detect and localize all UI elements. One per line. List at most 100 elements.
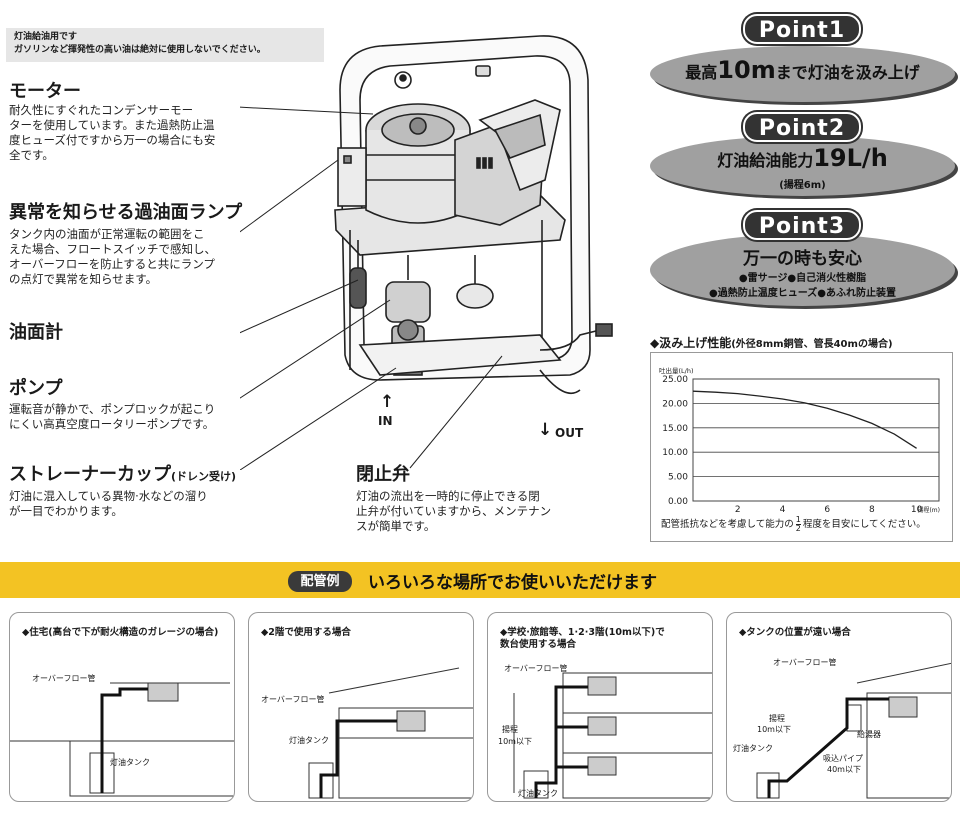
example-card-1: ◆住宅(高台で下が耐火構造のガレージの場合) オーバーフロー管 灯油タンク xyxy=(9,612,235,802)
chart-x-tick-label: 8 xyxy=(869,505,875,515)
motor-desc: 耐久性にすぐれたコンデンサーモー ターを使用しています。また過熱防止温 度ヒュー… xyxy=(9,103,249,163)
lamp-desc-line: えた場合、フロートスイッチで感知し、 xyxy=(9,242,216,256)
lamp-desc-line: の点灯で異常を知らせます。 xyxy=(9,272,158,286)
example-3-label: 灯油タンク xyxy=(518,789,558,798)
perf-note-num: 1 xyxy=(795,515,801,525)
example-3-label: 揚程 xyxy=(502,725,518,734)
example-3-title: ◆学校·旅館等、1·2·3階(10m以下)で 数台使用する場合 xyxy=(500,627,665,651)
example-4-label: 40m以下 xyxy=(827,765,861,774)
banner-title: いろいろな場所でお使いいただけます xyxy=(368,573,657,593)
point-2-big: 19L/h xyxy=(813,144,888,172)
valve-desc-line: スが簡単です。 xyxy=(356,519,436,533)
example-4-title: ◆タンクの位置が遠い場合 xyxy=(739,627,851,638)
point-1-pre: 最高 xyxy=(685,63,718,82)
point-3-sub-2: ●過熱防止温度ヒューズ●あふれ防止装置 xyxy=(709,288,896,299)
section-banner: 配管例 いろいろな場所でお使いいただけます xyxy=(0,562,960,598)
example-4-label: 吸込パイプ xyxy=(823,754,863,763)
chart-y-tick-label: 10.00 xyxy=(662,448,688,458)
example-3-diagram xyxy=(513,672,712,799)
chart-series-line xyxy=(692,390,917,449)
example-4-diagram xyxy=(756,662,951,799)
example-2-label: 灯油タンク xyxy=(289,736,329,745)
point-1-post: まで灯油を汲み上げ xyxy=(775,63,920,82)
example-2-title: ◆2階で使用する場合 xyxy=(261,627,351,638)
pump-desc: 運転音が静かで、ポンプロックが起こり にくい高真空度ロータリーポンプです。 xyxy=(9,402,249,432)
lamp-title: 異常を知らせる過油面ランプ xyxy=(9,202,243,223)
example-3-label: 10m以下 xyxy=(498,737,532,746)
example-card-2: ◆2階で使用する場合 オーバーフロー管 灯油タンク xyxy=(248,612,474,802)
valve-desc-line: 止弁が付いていますから、メンテナン xyxy=(356,504,552,518)
up-arrow-icon: ↑ xyxy=(380,392,395,412)
strainer-title: ストレーナーカップ(ドレン受け) xyxy=(9,460,236,486)
banner-tag: 配管例 xyxy=(288,571,352,592)
perf-subtitle: (外径8mm銅管、管長40mの場合) xyxy=(731,339,893,350)
strainer-desc-line: が一目でわかります。 xyxy=(9,504,123,518)
pump-title: ポンプ xyxy=(9,378,63,399)
point-2-badge: Point2 xyxy=(743,112,861,142)
chart-y-tick-label: 5.00 xyxy=(668,473,688,483)
chart-x-tick-label: 10 xyxy=(911,505,923,515)
perf-note-pre: 配管抵抗などを考慮して能力の xyxy=(661,519,794,530)
point-1-box: Point1 最高10mまで灯油を汲み上げ xyxy=(650,14,955,102)
point-2-text: 灯油給油能力19L/h xyxy=(650,144,955,172)
point-1-badge: Point1 xyxy=(743,14,861,44)
gauge-title: 油面計 xyxy=(9,322,63,343)
motor-title: モーター xyxy=(9,81,81,102)
chart-x-tick-label: 2 xyxy=(735,505,741,515)
motor-desc-line: ターを使用しています。また過熱防止温 xyxy=(9,118,215,132)
warning-line-2: ガソリンなど揮発性の高い油は絶対に使用しないでください。 xyxy=(14,45,266,55)
motor-desc-line: 度ヒューズ付ですから万一の場合にも安 xyxy=(9,133,216,147)
point-3-badge: Point3 xyxy=(743,210,861,240)
valve-desc-line: 灯油の流出を一時的に停止できる閉 xyxy=(356,489,540,503)
example-3-title-line: ◆学校·旅館等、1·2·3階(10m以下)で xyxy=(500,627,665,638)
motor-desc-line: 耐久性にすぐれたコンデンサーモー xyxy=(9,103,194,117)
chart-x-axis-label: 揚程(m) xyxy=(917,506,940,514)
valve-desc: 灯油の流出を一時的に停止できる閉 止弁が付いていますから、メンテナン スが簡単で… xyxy=(356,489,596,534)
strainer-desc-line: 灯油に混入している異物·水などの溜り xyxy=(9,489,208,503)
strainer-title-suffix: (ドレン受け) xyxy=(171,470,237,483)
point-2-sub: (揚程6m) xyxy=(779,180,826,191)
point-1-text: 最高10mまで灯油を汲み上げ xyxy=(650,56,955,84)
perf-note-post: 程度を目安にしてください。 xyxy=(802,519,926,530)
point-3-box: Point3 万一の時も安心 ●雷サージ●自己消火性樹脂 ●過熱防止温度ヒューズ… xyxy=(650,210,955,306)
motor-desc-line: 全です。 xyxy=(9,148,54,162)
perf-heading: ◆汲み上げ性能(外径8mm銅管、管長40mの場合) xyxy=(650,334,893,351)
example-3-title-line: 数台使用する場合 xyxy=(500,639,577,650)
example-card-4: ◆タンクの位置が遠い場合 オーバーフロー管 揚程 10m以下 給湯器 灯油タンク… xyxy=(726,612,952,802)
example-2-label: オーバーフロー管 xyxy=(261,695,325,704)
warning-box: 灯油給油用です ガソリンなど揮発性の高い油は絶対に使用しないでください。 xyxy=(6,28,324,62)
out-label: OUT xyxy=(555,426,584,440)
example-1-label: 灯油タンク xyxy=(110,758,150,767)
example-4-label: 灯油タンク xyxy=(733,744,773,753)
pump-desc-line: 運転音が静かで、ポンプロックが起こり xyxy=(9,402,216,416)
example-card-3: ◆学校·旅館等、1·2·3階(10m以下)で 数台使用する場合 オーバーフロー管… xyxy=(487,612,713,802)
example-1-label: オーバーフロー管 xyxy=(32,674,96,683)
point-2-pre: 灯油給油能力 xyxy=(717,151,814,170)
example-4-label: 揚程 xyxy=(769,714,785,723)
example-4-label: オーバーフロー管 xyxy=(773,658,837,667)
valve-title: 閉止弁 xyxy=(356,464,410,485)
example-2-diagram xyxy=(308,667,473,799)
in-label: IN xyxy=(378,414,393,428)
point-3-main: 万一の時も安心 xyxy=(743,249,862,269)
chart-x-tick-label: 6 xyxy=(824,505,830,515)
point-1-big: 10m xyxy=(717,56,776,84)
example-3-label: オーバーフロー管 xyxy=(504,664,568,673)
chart-y-tick-label: 0.00 xyxy=(668,497,688,507)
example-1-diagram xyxy=(10,682,234,797)
perf-note-den: 2 xyxy=(795,524,801,533)
pump-desc-line: にくい高真空度ロータリーポンプです。 xyxy=(9,417,215,431)
perf-title: ◆汲み上げ性能 xyxy=(650,336,732,350)
chart-y-tick-label: 25.00 xyxy=(662,375,688,385)
warning-line-1: 灯油給油用です xyxy=(14,32,78,42)
chart-x-tick-label: 4 xyxy=(780,505,786,515)
chart-y-tick-label: 15.00 xyxy=(662,424,688,434)
strainer-title-text: ストレーナーカップ xyxy=(9,464,171,485)
example-1-title: ◆住宅(高台で下が耐火構造のガレージの場合) xyxy=(22,627,219,638)
point-3-sub-1: ●雷サージ●自己消火性樹脂 xyxy=(738,273,867,284)
down-arrow-icon: ↓ xyxy=(538,420,553,440)
